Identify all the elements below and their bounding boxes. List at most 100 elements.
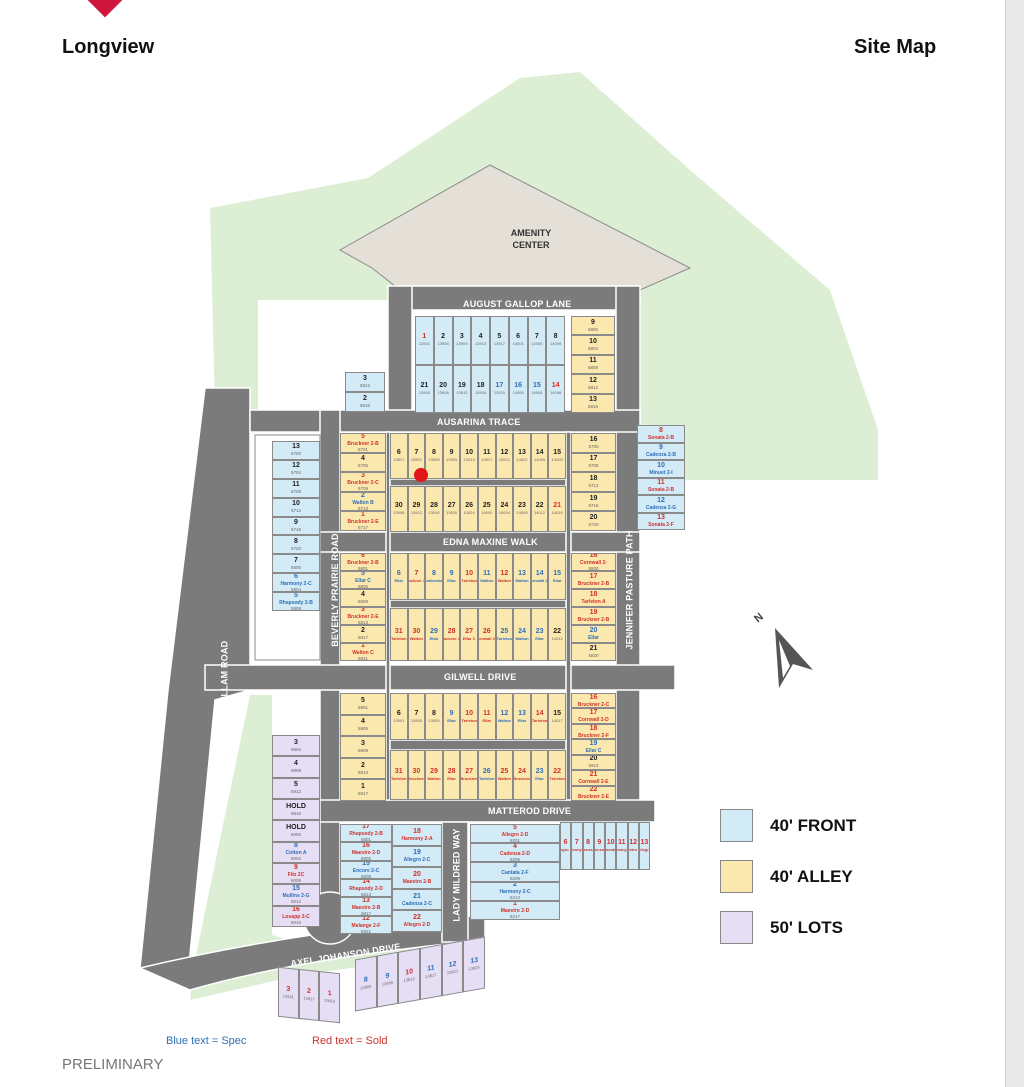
lot[interactable]: 14Cornwall 2-C	[530, 553, 549, 600]
lot[interactable]: 26Cornwall 2-D	[478, 608, 496, 661]
lot[interactable]: 8Cumberland	[425, 553, 443, 600]
lot[interactable]: 10Maestro	[605, 822, 617, 870]
lot[interactable]: 6Allegro 2-C	[560, 822, 572, 870]
lot[interactable]: 7Harmony 2-A	[571, 822, 583, 870]
lot[interactable]: 11Harmony 2-C	[616, 822, 628, 870]
lot[interactable]: 12Maestro 2-B	[627, 822, 639, 870]
lot[interactable]: 8Cadenza 2-B	[582, 822, 594, 870]
